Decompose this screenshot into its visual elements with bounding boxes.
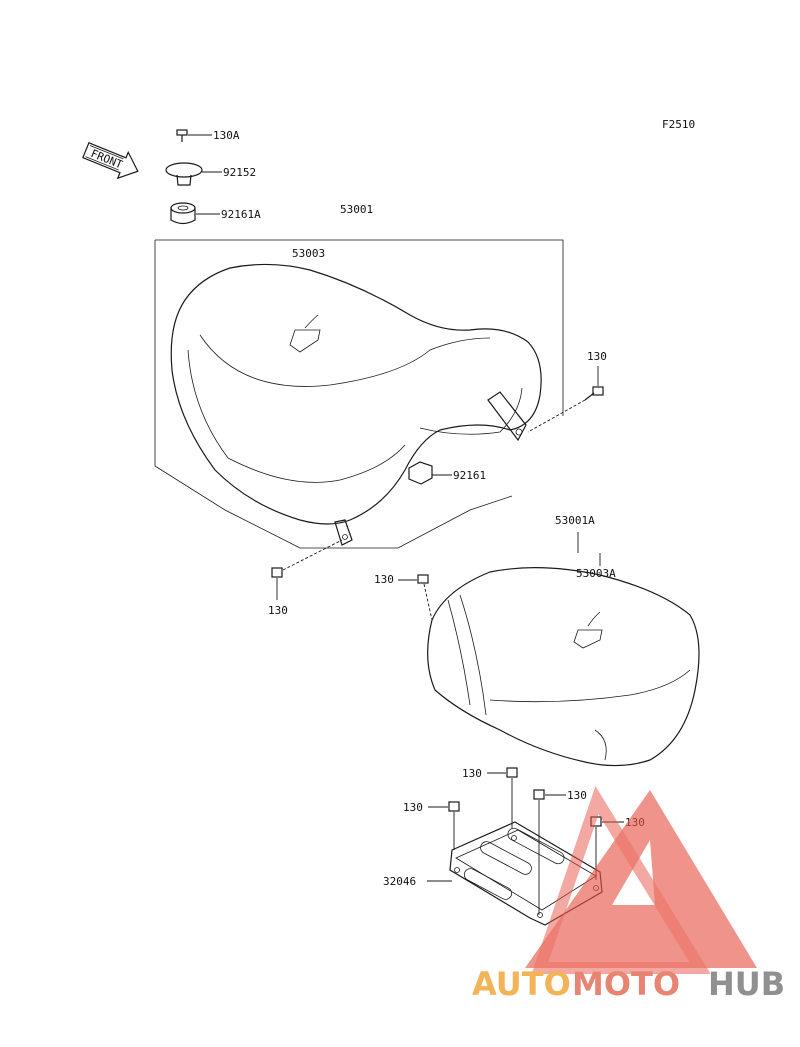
bolt-130-plate-c-icon [428, 801, 460, 850]
label-130-right: 130 [587, 350, 607, 363]
watermark-moto: MOTO [572, 965, 680, 1003]
damper-92161a-icon [170, 202, 220, 225]
damper-92161-icon [408, 461, 452, 485]
bolt-130a-icon [176, 129, 212, 142]
front-arrow-icon: FRONT [82, 142, 139, 180]
label-53003: 53003 [292, 247, 325, 260]
label-53001a: 53001A [555, 514, 595, 527]
label-130-plate-a: 130 [462, 767, 482, 780]
label-92161a: 92161A [221, 208, 261, 221]
label-92152: 92152 [223, 166, 256, 179]
bolt-130-left-icon [271, 539, 343, 600]
bolt-130-right-icon [527, 366, 604, 433]
front-seat-drawing [170, 263, 542, 546]
figure-code: F2510 [662, 118, 695, 131]
cap-92152-icon [165, 162, 222, 186]
label-130a: 130A [213, 129, 240, 142]
label-32046: 32046 [383, 875, 416, 888]
label-130-rear-seat: 130 [374, 573, 394, 586]
rear-seat-drawing [427, 567, 700, 767]
label-130-left: 130 [268, 604, 288, 617]
automotohub-logo: AUTO MOTO HUB [472, 785, 785, 1003]
watermark-hub: HUB [708, 965, 785, 1003]
bolt-130-plate-a-icon [487, 767, 518, 828]
bolt-130-plate-b-icon [533, 789, 566, 915]
label-130-plate-c: 130 [403, 801, 423, 814]
label-130-plate-b: 130 [567, 789, 587, 802]
label-53001: 53001 [340, 203, 373, 216]
seat-assembly-boundary [154, 239, 564, 549]
label-92161: 92161 [453, 469, 486, 482]
bolt-130-rear-seat-icon [398, 574, 433, 621]
watermark-auto: AUTO [472, 965, 571, 1003]
